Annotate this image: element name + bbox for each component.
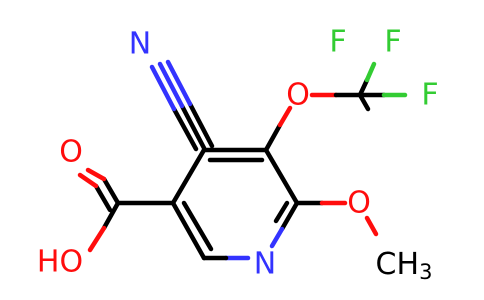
methyl-ch-label: CH — [376, 247, 420, 282]
atom-fluorine-1: F — [329, 25, 346, 60]
nitrile-triple-bond — [149, 59, 215, 152]
atom-carbonyl-oxygen: O — [59, 135, 83, 170]
methoxy-group — [294, 200, 379, 237]
atom-ring-nitrogen: N — [254, 247, 276, 282]
pyridine-ring — [170, 147, 300, 261]
atom-methyl-group: CH3 — [376, 247, 433, 285]
atom-fluorine-3: F — [421, 78, 438, 113]
atom-nitrile-nitrogen: N — [129, 27, 151, 62]
atom-hydroxyl-group: HO — [37, 245, 83, 280]
atom-fluorine-2: F — [384, 25, 401, 60]
atom-ether-oxygen: O — [286, 78, 310, 113]
atom-methoxy-oxygen: O — [347, 186, 371, 221]
methyl-subscript-label: 3 — [419, 260, 432, 284]
trifluoromethoxy-group — [263, 61, 408, 153]
carboxylic-acid-group — [77, 167, 176, 253]
